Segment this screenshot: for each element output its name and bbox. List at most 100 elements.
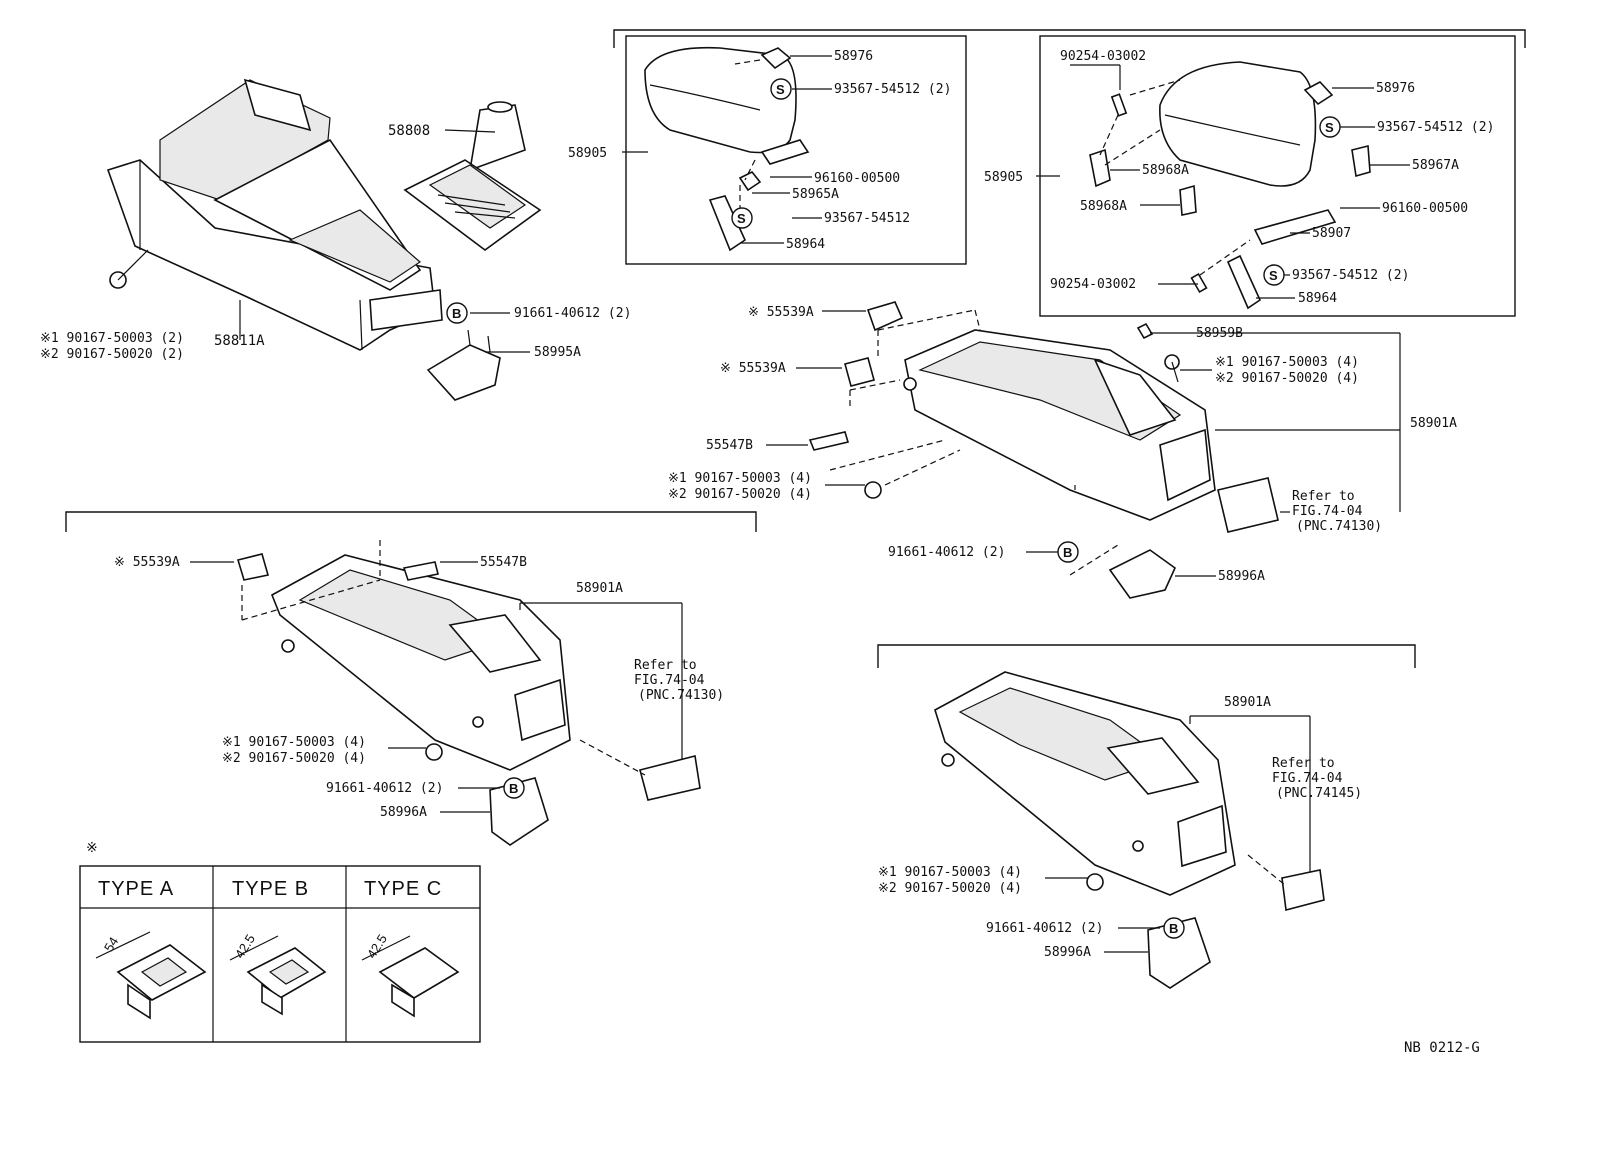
label-a1-58976: 58976 — [834, 49, 873, 64]
callout-s-a1-mid — [731, 207, 753, 229]
label-a1-93567: 93567-54512 — [824, 211, 910, 226]
label-m-refer1: Refer to — [1292, 489, 1355, 504]
armrest-lid-2 — [1159, 61, 1317, 187]
label-m-55539A-2: ※ 55539A — [720, 361, 786, 376]
label-a2-96160: 96160-00500 — [1382, 201, 1468, 216]
label-bl-58996A: 58996A — [380, 805, 427, 820]
callout-b-br — [1163, 917, 1185, 939]
label-a2-90254-bot: 90254-03002 — [1050, 277, 1136, 292]
label-bl-55539A: ※ 55539A — [114, 555, 180, 570]
label-58811A: 58811A — [214, 333, 265, 349]
label-a2-93567-2: 93567-54512 (2) — [1377, 120, 1494, 135]
label-br-refer1: Refer to — [1272, 756, 1335, 771]
label-m-note3: ※1 90167-50003 (4) — [668, 471, 812, 486]
type-c-header: TYPE C — [364, 878, 442, 900]
type-b-drawing: 42.5 — [229, 932, 327, 1016]
label-58808: 58808 — [388, 123, 430, 139]
type-a-drawing: 54 — [95, 931, 207, 1020]
panel-br-74145 — [1281, 869, 1325, 912]
label-br-58996A: 58996A — [1044, 945, 1091, 960]
label-a2-58964: 58964 — [1298, 291, 1337, 306]
label-tl-note1: ※1 90167-50003 (2) — [40, 331, 184, 346]
type-a-header: TYPE A — [98, 878, 174, 900]
label-m-58996A: 58996A — [1218, 569, 1265, 584]
label-bl-note1: ※1 90167-50003 (4) — [222, 735, 366, 750]
armrest-2-hardware — [1089, 81, 1371, 310]
callout-b-bl — [503, 777, 525, 799]
clip-55547B — [808, 431, 850, 451]
type-b-dim: 42.5 — [232, 932, 258, 961]
label-a2-58976: 58976 — [1376, 81, 1415, 96]
bracket-br-58996A — [1147, 917, 1211, 989]
label-bl-58901A: 58901A — [576, 581, 623, 596]
clip-55539A-2 — [844, 357, 875, 387]
label-m-note4: ※2 90167-50020 (4) — [668, 487, 812, 502]
label-a1-96160: 96160-00500 — [814, 171, 900, 186]
callout-b-m-text: B — [1063, 545, 1072, 560]
panel-bl-74130 — [639, 755, 701, 801]
label-m-note2: ※2 90167-50020 (4) — [1215, 371, 1359, 386]
label-br-bolt: 91661-40612 (2) — [986, 921, 1103, 936]
callout-s-a2-top-text: S — [1325, 120, 1334, 135]
type-c-dim: 42.5 — [364, 932, 390, 961]
label-bl-55547B: 55547B — [480, 555, 527, 570]
callout-s-a2-top — [1319, 116, 1341, 138]
callout-s-a1-top-text: S — [776, 82, 785, 97]
screw-bl — [425, 743, 443, 761]
type-table-mark: ※ — [86, 840, 98, 856]
bracket-top — [613, 29, 1526, 48]
callout-b-tl — [446, 302, 468, 324]
label-br-refer3: (PNC.74145) — [1276, 786, 1362, 801]
screw-m-top — [1164, 354, 1180, 383]
bracket-bl — [65, 511, 757, 532]
label-m-58959B: 58959B — [1196, 326, 1243, 341]
callout-s-a2-bot-text: S — [1269, 268, 1278, 283]
label-bl-refer1: Refer to — [634, 658, 697, 673]
callout-b-br-text: B — [1169, 921, 1178, 936]
console-58901A-br — [934, 671, 1236, 896]
label-m-58901A: 58901A — [1410, 416, 1457, 431]
label-m-note1: ※1 90167-50003 (4) — [1215, 355, 1359, 370]
label-a2-58967A: 58967A — [1412, 158, 1459, 173]
clip-bl-55539A — [236, 553, 270, 581]
label-a2-58968A-2: 58968A — [1080, 199, 1127, 214]
label-br-refer2: FIG.74-04 — [1272, 771, 1343, 786]
armrest-1-hardware — [708, 47, 810, 252]
screw-m-bot — [864, 481, 882, 499]
callout-b-bl-text: B — [509, 781, 518, 796]
label-a1-58905: 58905 — [568, 146, 607, 161]
label-m-bolt: 91661-40612 (2) — [888, 545, 1005, 560]
label-a1-58965A: 58965A — [792, 187, 839, 202]
label-m-55539A-1: ※ 55539A — [748, 305, 814, 320]
bracket-58996A-m — [1108, 549, 1176, 599]
console-58811A — [106, 78, 443, 351]
label-a2-58907: 58907 — [1312, 226, 1351, 241]
label-br-note1: ※1 90167-50003 (4) — [878, 865, 1022, 880]
callout-s-a2-bot — [1263, 264, 1285, 286]
type-c-drawing: 42.5 — [361, 932, 460, 1018]
label-tl-bolt: 91661-40612 (2) — [514, 306, 631, 321]
label-bl-bolt: 91661-40612 (2) — [326, 781, 443, 796]
label-br-58901A: 58901A — [1224, 695, 1271, 710]
label-bl-refer3: (PNC.74130) — [638, 688, 724, 703]
callout-s-a1-top — [770, 78, 792, 100]
console-58901A-main — [903, 329, 1216, 521]
label-tl-note2: ※2 90167-50020 (2) — [40, 347, 184, 362]
callout-s-a1-mid-text: S — [737, 211, 746, 226]
clip-bl-55547B — [402, 561, 439, 581]
type-table — [79, 865, 481, 1043]
label-a1-93567-2: 93567-54512 (2) — [834, 82, 951, 97]
label-a2-93567-2b: 93567-54512 (2) — [1292, 268, 1409, 283]
callout-b-m — [1057, 541, 1079, 563]
label-m-refer3: (PNC.74130) — [1296, 519, 1382, 534]
label-bl-note2: ※2 90167-50020 (4) — [222, 751, 366, 766]
label-a2-90254-top: 90254-03002 — [1060, 49, 1146, 64]
label-tl-bracket: 58995A — [534, 345, 581, 360]
shift-boot-58808 — [403, 101, 542, 251]
label-a1-58964: 58964 — [786, 237, 825, 252]
screw-br — [1086, 873, 1104, 891]
label-m-refer2: FIG.74-04 — [1292, 504, 1363, 519]
callout-b-tl-text: B — [452, 306, 461, 321]
bracket-58995A — [426, 329, 501, 401]
